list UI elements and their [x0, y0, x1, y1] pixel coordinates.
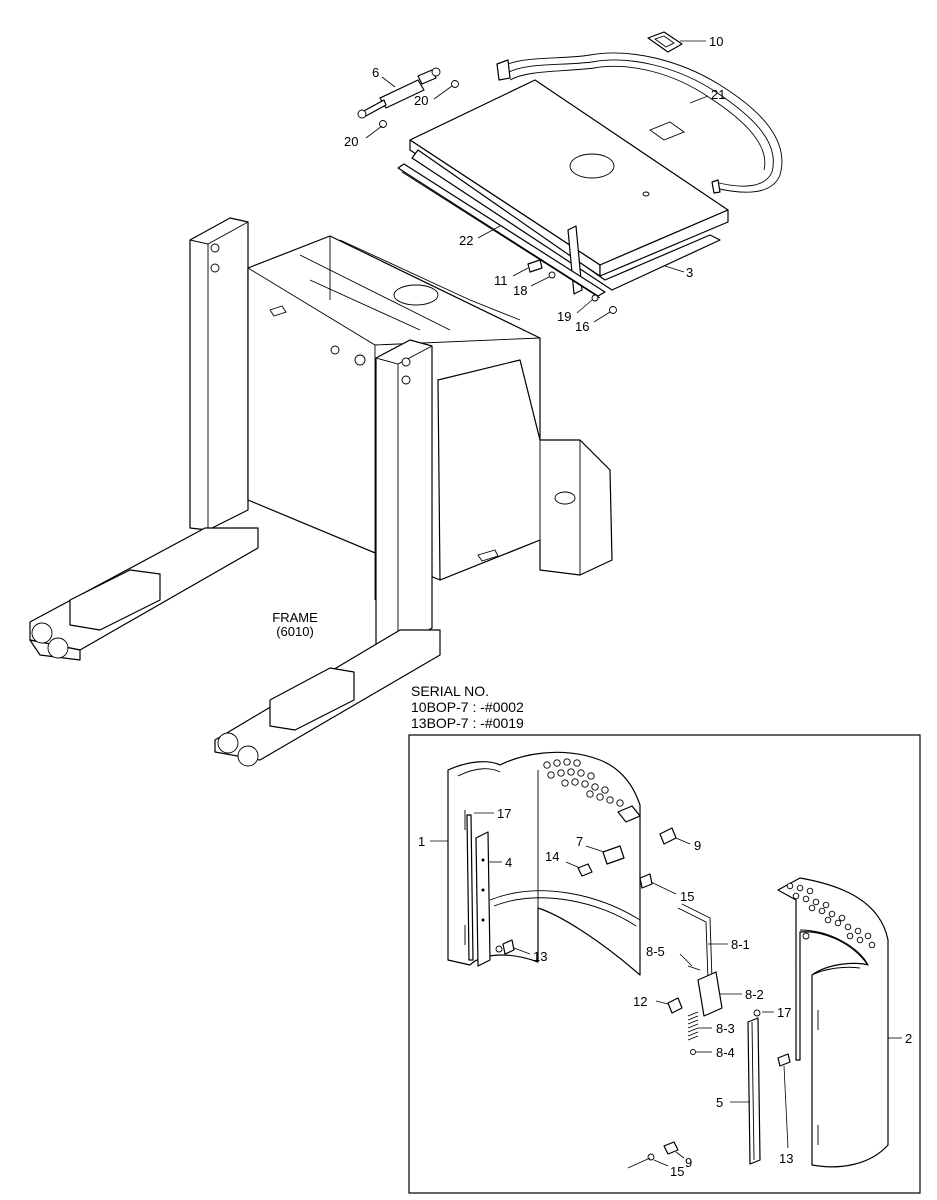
- callout-20-upper: 20: [414, 93, 428, 108]
- frame-label-number: (6010): [276, 624, 314, 639]
- callout-15-upper: 15: [680, 889, 694, 904]
- weather-strip-22: [397, 163, 606, 299]
- callout-7: 7: [576, 834, 583, 849]
- side-cover-left-1: [447, 751, 641, 976]
- callout-4: 4: [505, 855, 512, 870]
- callout-2: 2: [905, 1031, 912, 1046]
- callout-3: 3: [686, 265, 693, 280]
- gas-spring-6: [357, 67, 441, 119]
- callout-9-lower: 9: [685, 1155, 692, 1170]
- callout-8-5: 8-5: [646, 944, 665, 959]
- callout-6: 6: [372, 65, 379, 80]
- serial-heading: SERIAL NO. 10BOP-7 : -#0002 13BOP-7 : -#…: [411, 683, 524, 731]
- callout-22: 22: [459, 233, 473, 248]
- serial-line-2: 13BOP-7 : -#0019: [411, 715, 524, 731]
- callout-13-upper: 13: [533, 949, 547, 964]
- latch-assembly-8: [677, 903, 723, 1041]
- callout-11: 11: [494, 273, 508, 288]
- callout-14: 14: [545, 849, 559, 864]
- callout-9-upper: 9: [694, 838, 701, 853]
- callout-15-lower: 15: [670, 1164, 684, 1179]
- callout-8-1: 8-1: [731, 937, 750, 952]
- strip-4: [475, 831, 491, 967]
- callout-18: 18: [513, 283, 527, 298]
- detail-callouts: 1 17 4 7 9 14 15 13 8-5 8-1 8-2 12 8-3 8…: [418, 806, 912, 1179]
- callout-12: 12: [633, 994, 647, 1009]
- serial-title: SERIAL NO.: [411, 683, 489, 699]
- perforation-holes-left: [543, 758, 624, 807]
- spring-8-3: [687, 1011, 699, 1041]
- strip-5: [747, 1017, 761, 1165]
- serial-line-1: 10BOP-7 : -#0002: [411, 699, 524, 715]
- callout-1: 1: [418, 834, 425, 849]
- small-hardware-top: [379, 80, 617, 314]
- callout-17-left: 17: [497, 806, 511, 821]
- side-cover-right-2: [777, 877, 889, 1168]
- rubber-seal-21: [496, 52, 783, 194]
- callout-16: 16: [575, 319, 589, 334]
- seat-cover-plate: [409, 79, 729, 295]
- callout-19: 19: [557, 309, 571, 324]
- callout-8-4: 8-4: [716, 1045, 735, 1060]
- frame-6010: [29, 217, 613, 767]
- rod-17-left: [466, 814, 474, 961]
- callout-10: 10: [709, 34, 723, 49]
- frame-text: FRAME (6010): [272, 610, 318, 639]
- detail-hardware: [495, 827, 791, 1161]
- detail-box: [408, 734, 921, 1194]
- callout-17-right: 17: [777, 1005, 791, 1020]
- callout-5: 5: [716, 1095, 723, 1110]
- callout-20-lower: 20: [344, 134, 358, 149]
- perforation-holes-right: [786, 882, 876, 949]
- top-callouts: 10 21 6 20 20 22 11 18 3 19 16: [344, 34, 725, 334]
- callout-21: 21: [711, 87, 725, 102]
- frame-label-name: FRAME: [272, 610, 318, 625]
- callout-13-lower: 13: [779, 1151, 793, 1166]
- callout-8-2: 8-2: [745, 987, 764, 1002]
- inspection-cover-10: [647, 31, 683, 53]
- callout-8-3: 8-3: [716, 1021, 735, 1036]
